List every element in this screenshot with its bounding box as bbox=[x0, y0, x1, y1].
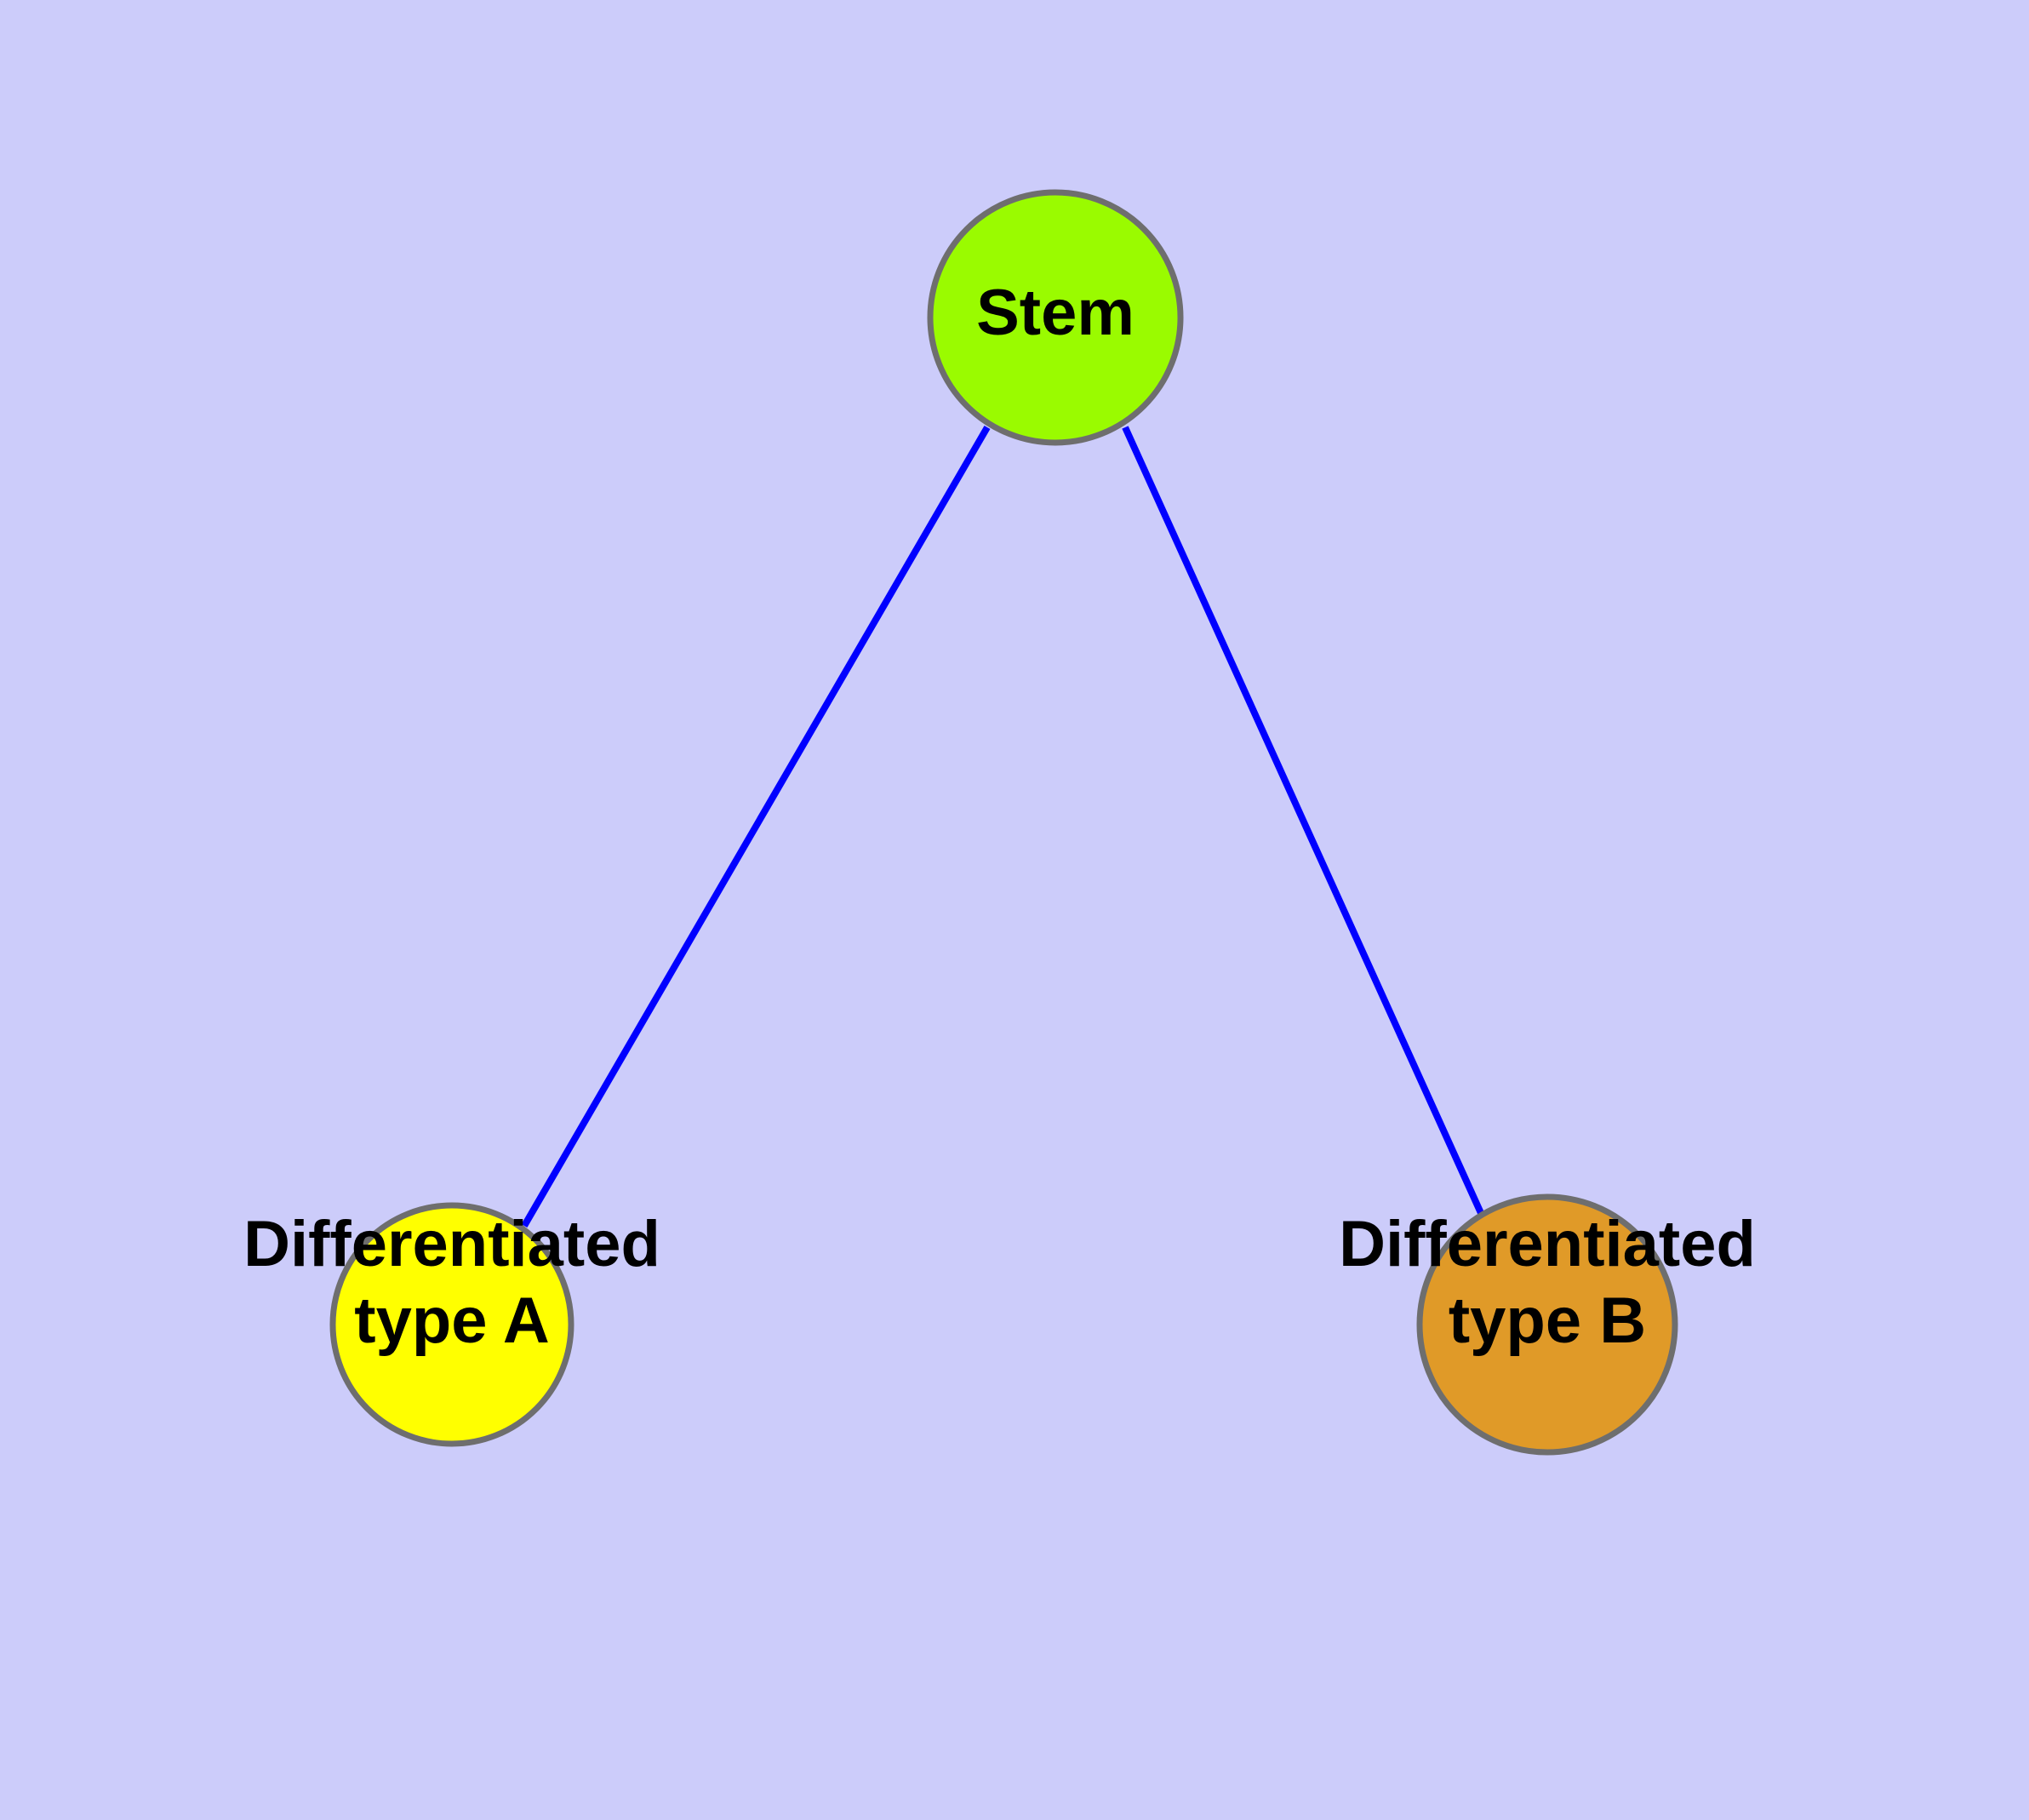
node-circle-stem[interactable] bbox=[927, 189, 1184, 446]
graph-edge-stem-to-diff-b[interactable] bbox=[1122, 426, 1484, 1215]
node-circle-diff_b[interactable] bbox=[1416, 1193, 1678, 1456]
node-label-stem: Stem bbox=[976, 277, 1135, 349]
graph-edge-stem-to-diff-a[interactable] bbox=[521, 425, 991, 1228]
node-label-diff_a: Differentiated bbox=[243, 1208, 660, 1280]
node-circle-diff_a[interactable] bbox=[329, 1202, 574, 1447]
graph-node-stem[interactable]: Stem bbox=[927, 189, 1184, 446]
node-label-diff_b: Differentiated bbox=[1339, 1208, 1756, 1280]
edges-layer bbox=[521, 425, 1484, 1228]
node-label-diff_b: type B bbox=[1449, 1285, 1646, 1357]
node-label-diff_a: type A bbox=[354, 1285, 549, 1357]
